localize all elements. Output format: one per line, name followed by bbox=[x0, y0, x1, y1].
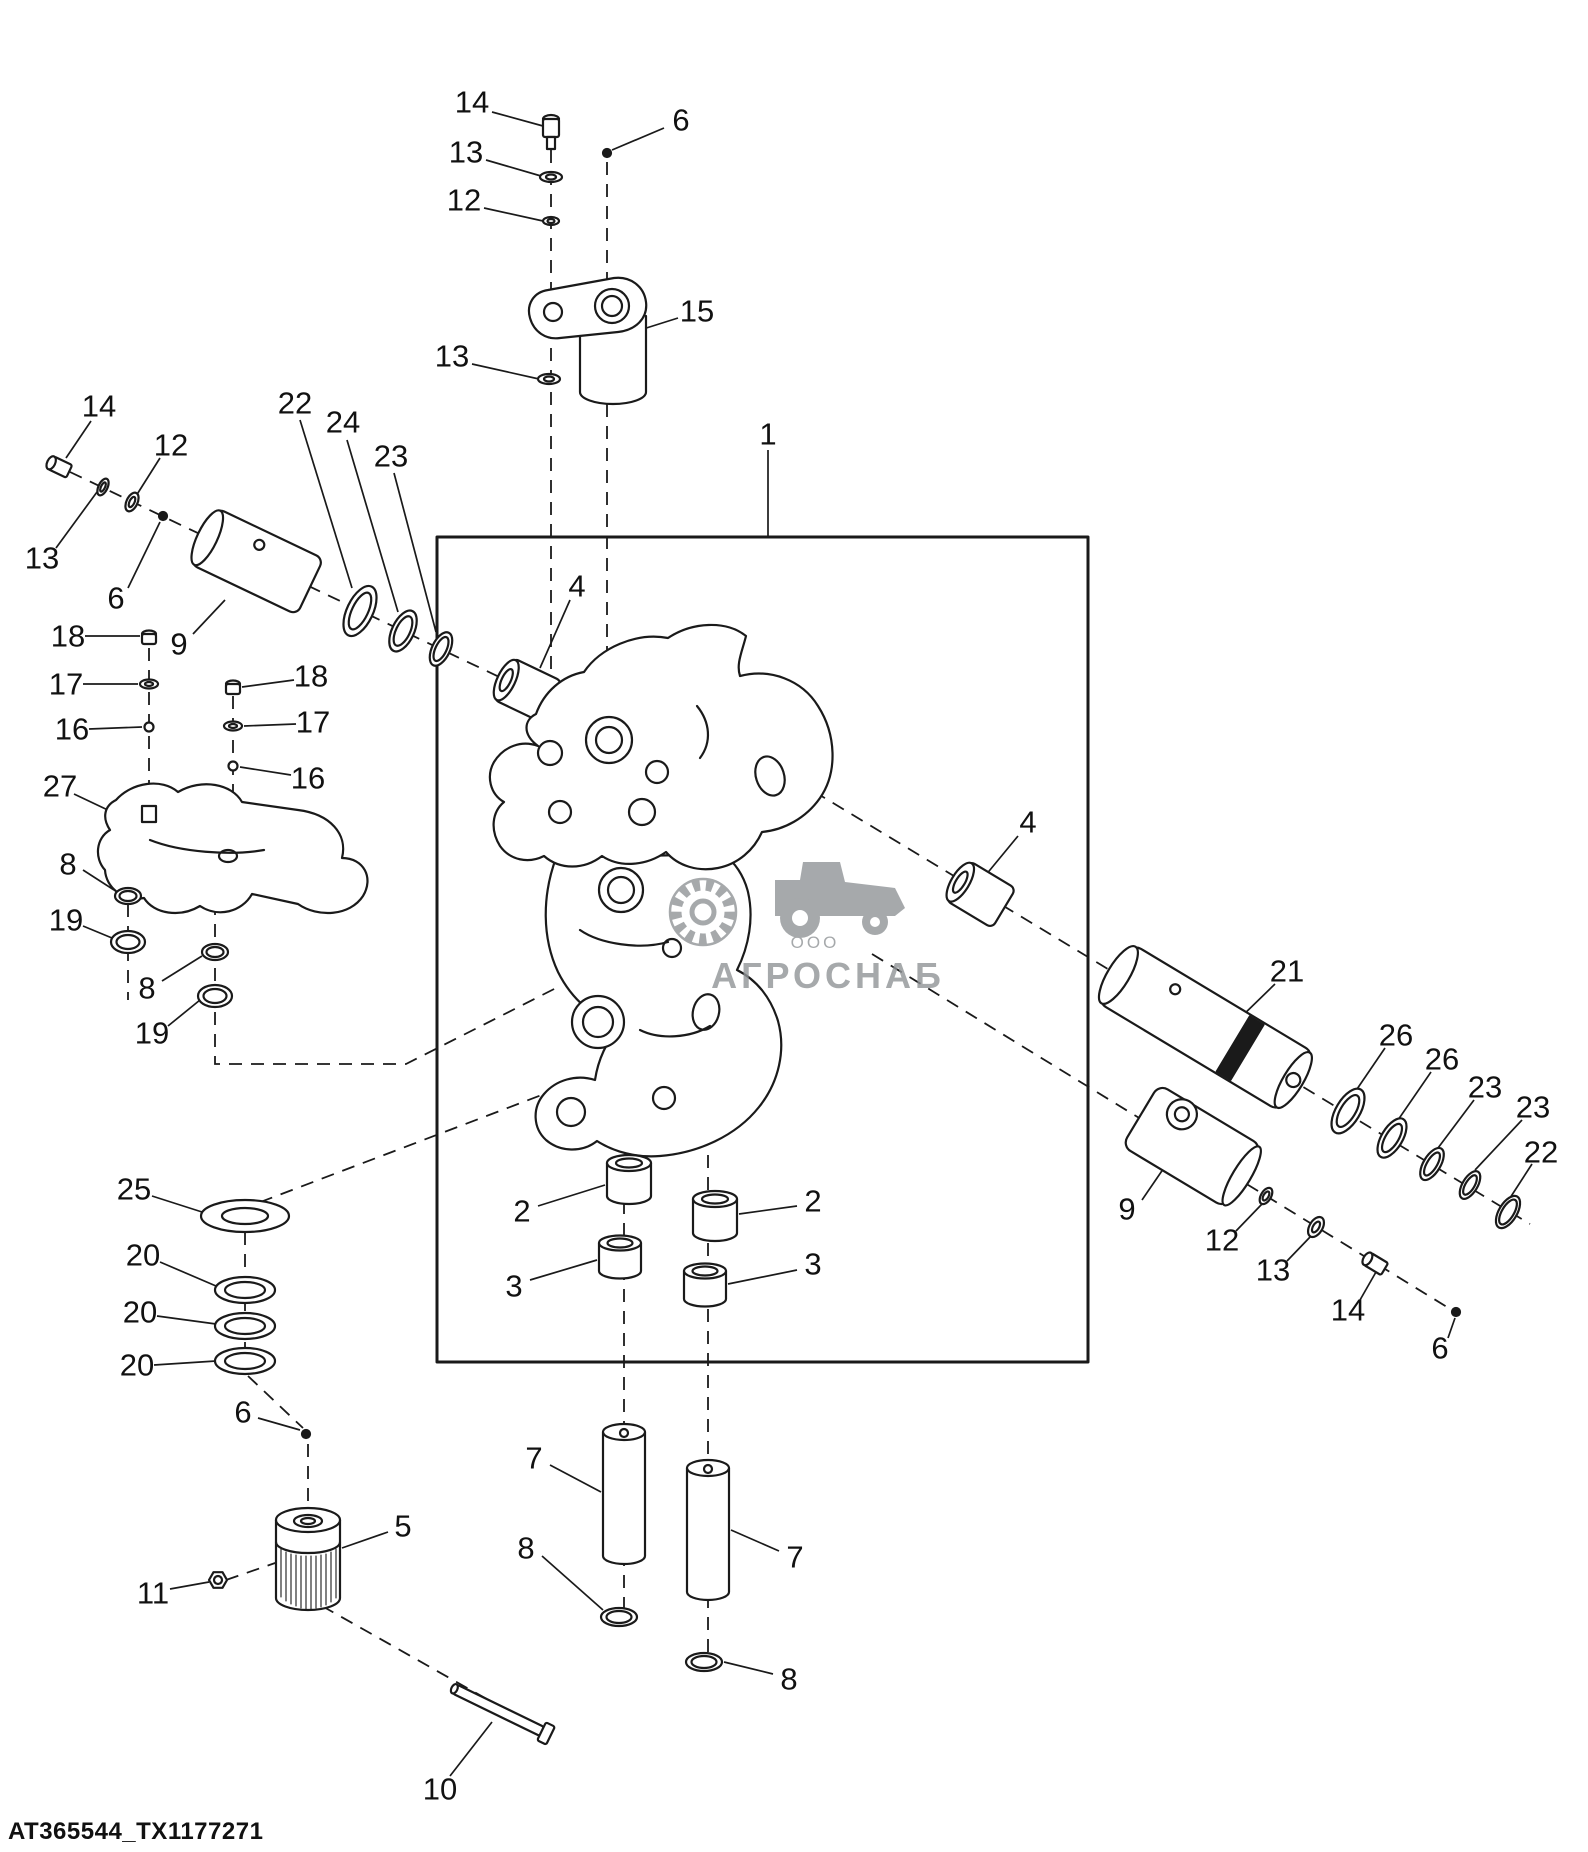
grease-fitting-6-right bbox=[1450, 1306, 1462, 1318]
gear-icon bbox=[668, 877, 738, 947]
washer-12-right bbox=[1258, 1186, 1274, 1206]
part-15-link-pin bbox=[527, 276, 648, 406]
grease-fitting-6-stack bbox=[300, 1428, 312, 1440]
leader-lines bbox=[55, 111, 1533, 1777]
washer-8-pin-left bbox=[599, 1606, 639, 1628]
part-21-pivot-pin bbox=[1097, 945, 1313, 1110]
washer-12-top bbox=[541, 215, 561, 227]
shim-20-a bbox=[213, 1275, 277, 1305]
bolt-14-right bbox=[1361, 1251, 1389, 1276]
part-9-pin-right bbox=[1124, 1086, 1262, 1207]
part-5-knurled-bushing bbox=[274, 1506, 342, 1612]
drawing-code: AT365544_TX1177271 bbox=[8, 1818, 264, 1845]
grease-fitting-6-left bbox=[157, 510, 169, 522]
oring-19-a bbox=[109, 929, 147, 955]
seal-26-b bbox=[1376, 1117, 1408, 1159]
ring-23-b bbox=[1458, 1170, 1482, 1200]
washer-8-b bbox=[200, 942, 230, 962]
washer-8-pin-right bbox=[684, 1651, 724, 1673]
part-9-pin-left bbox=[190, 509, 322, 614]
retainer-16-a bbox=[143, 721, 155, 733]
pin-18-b bbox=[224, 679, 242, 696]
ring-22-right bbox=[1494, 1194, 1522, 1230]
part-7-pin-right bbox=[685, 1458, 731, 1602]
part-3-bushing-left bbox=[597, 1234, 643, 1280]
shim-20-b bbox=[213, 1311, 277, 1341]
tractor-icon bbox=[775, 862, 905, 938]
nut-11 bbox=[207, 1571, 229, 1589]
washer-17-b bbox=[222, 720, 244, 732]
part-2-bushing-right bbox=[691, 1189, 739, 1243]
ring-23-a bbox=[1419, 1146, 1445, 1182]
bolt-10 bbox=[449, 1682, 556, 1746]
part-4-bushing-right bbox=[945, 861, 1015, 928]
assembly-box-outline bbox=[435, 535, 1090, 1364]
washer-13-left bbox=[96, 477, 110, 497]
washer-25 bbox=[199, 1198, 291, 1234]
bolt-14-left bbox=[45, 455, 73, 479]
seal-26-a bbox=[1330, 1087, 1366, 1135]
washer-13-lower bbox=[536, 372, 562, 386]
oring-19-b bbox=[196, 983, 234, 1009]
ring-23-left bbox=[428, 631, 454, 667]
part-7-pin-left bbox=[601, 1422, 647, 1566]
pin-18-a bbox=[140, 629, 158, 646]
washer-13-top bbox=[538, 170, 564, 184]
part-3-bushing-right bbox=[682, 1262, 728, 1308]
part-27-bracket bbox=[96, 782, 369, 915]
ring-22-left bbox=[342, 584, 378, 638]
washer-17-a bbox=[138, 678, 160, 690]
part-1-main-casting bbox=[488, 623, 834, 1158]
watermark: ООО АГРОСНАБ bbox=[668, 862, 945, 996]
washer-8-a bbox=[113, 886, 143, 906]
watermark-company: АГРОСНАБ bbox=[711, 955, 945, 996]
watermark-prefix: ООО bbox=[791, 933, 840, 952]
retainer-16-b bbox=[227, 760, 239, 772]
washer-12-left bbox=[124, 491, 140, 513]
washer-13-right bbox=[1306, 1215, 1326, 1239]
part-2-bushing-left bbox=[605, 1153, 653, 1206]
bolt-14-top bbox=[541, 113, 561, 151]
grease-fitting-6-top bbox=[601, 147, 613, 159]
seal-24-left bbox=[388, 609, 418, 653]
shim-20-c bbox=[213, 1346, 277, 1376]
